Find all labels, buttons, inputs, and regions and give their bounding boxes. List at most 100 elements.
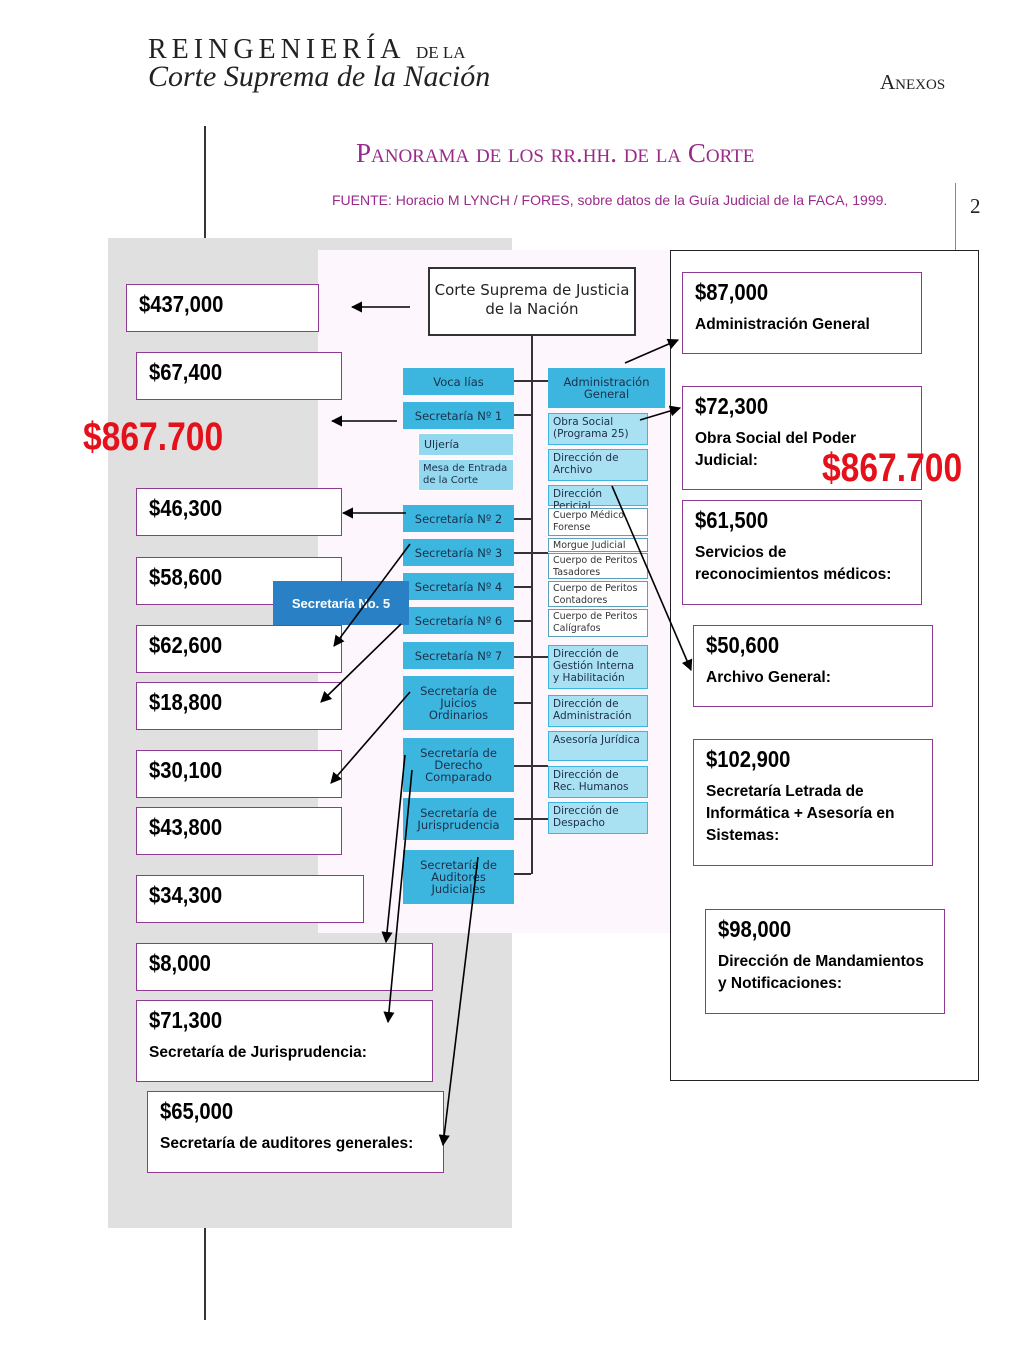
- org-node-secretaria-4: Secretaría Nº 4: [403, 573, 514, 600]
- org-connector: [514, 518, 531, 520]
- amount-value: $102,900: [706, 746, 791, 772]
- header-subtitle: Corte Suprema de la Nación: [148, 60, 491, 93]
- header-title-small: de la: [415, 43, 466, 62]
- amount-box: $87,000 Administración General: [682, 272, 922, 354]
- amount-value: $62,600: [149, 632, 223, 658]
- org-node-obra-social: Obra Social (Programa 25): [548, 413, 648, 445]
- org-node-secretaria-3: Secretaría Nº 3: [403, 539, 514, 566]
- margin-rule-top: [204, 126, 206, 238]
- org-node-vocalias: Voca lías: [403, 368, 514, 395]
- amount-box: $8,000: [136, 943, 433, 991]
- org-connector: [514, 818, 548, 820]
- arrow: [624, 338, 680, 364]
- org-node-jurisprudencia: Secretaría de Jurisprudencia: [403, 798, 514, 840]
- amount-box: $62,600: [136, 625, 342, 673]
- org-node-morgue: Morgue Judicial: [548, 538, 648, 552]
- org-node-rec-humanos: Dirección de Rec. Humanos: [548, 766, 648, 798]
- org-node-ujieria: Uljería: [418, 433, 514, 456]
- arrow: [333, 543, 411, 647]
- amount-value: $437,000: [139, 291, 224, 317]
- amount-value: $87,000: [695, 279, 769, 305]
- arrow: [330, 691, 411, 784]
- org-connector: [514, 586, 531, 588]
- amount-label: Servicios de reconocimientos médicos:: [695, 544, 892, 583]
- org-top-box: Corte Suprema de Justicia de la Nación: [428, 267, 636, 336]
- org-node-despacho: Dirección de Despacho: [548, 802, 648, 834]
- amount-label: Secretaría de auditores generales:: [160, 1135, 414, 1152]
- total-right: $867.700: [822, 446, 963, 490]
- org-node-peritos-caligrafos: Cuerpo de Peritos Calígrafos: [548, 609, 648, 637]
- org-node-peritos-contadores: Cuerpo de Peritos Contadores: [548, 581, 648, 607]
- amount-label: Secretaría de Jurisprudencia:: [149, 1044, 367, 1061]
- org-node-auditores: Secretaría de Auditores Judiciales: [403, 850, 514, 904]
- amount-label: Administración General: [695, 316, 870, 333]
- amount-box: $18,800: [136, 682, 342, 730]
- page-number: 2: [970, 194, 981, 218]
- org-node-secretaria-6: Secretaría Nº 6: [403, 607, 514, 634]
- amount-value: $43,800: [149, 814, 223, 840]
- header-title: Reingeniería de la: [148, 34, 466, 66]
- amount-box: $437,000: [126, 284, 319, 332]
- amount-value: $18,800: [149, 689, 223, 715]
- header-title-main: Reingeniería: [148, 34, 404, 65]
- arrow: [639, 405, 682, 421]
- secretaria-5-label: Secretaría No. 5: [273, 581, 409, 625]
- amount-label: Archivo General:: [706, 669, 831, 686]
- amount-box: $102,900 Secretaría Letrada de Informáti…: [693, 739, 933, 866]
- amount-value: $8,000: [149, 950, 211, 976]
- arrow: [320, 623, 402, 703]
- slide-source: FUENTE: Horacio M LYNCH / FORES, sobre d…: [332, 192, 888, 208]
- amount-box: $67,400: [136, 352, 342, 400]
- amount-value: $34,300: [149, 882, 223, 908]
- org-node-mesa-entrada: Mesa de Entrada de la Corte: [418, 459, 514, 491]
- amount-box: $43,800: [136, 807, 342, 855]
- amount-box: $72,300 Obra Social del Poder Judicial:: [682, 386, 922, 490]
- amount-value: $65,000: [160, 1098, 234, 1124]
- amount-value: $50,600: [706, 632, 780, 658]
- org-connector: [514, 765, 548, 767]
- org-connector: [514, 656, 548, 658]
- margin-rule-bottom: [204, 1228, 206, 1320]
- total-left: $867.700: [83, 415, 224, 459]
- amount-box: $65,000 Secretaría de auditores generale…: [147, 1091, 444, 1173]
- amount-label: Obra Social del Poder Judicial:: [695, 430, 857, 469]
- arrow: [381, 754, 406, 944]
- amount-value: $98,000: [718, 916, 792, 942]
- org-node-secretaria-1: Secretaría Nº 1: [403, 402, 514, 429]
- page-rule: [955, 183, 956, 271]
- amount-box: $46,300: [136, 488, 342, 536]
- org-connector: [514, 552, 548, 554]
- org-connector: [514, 873, 531, 875]
- arrow: [438, 856, 479, 1147]
- org-node-administracion-general: Administración General: [548, 368, 665, 408]
- amount-box: $50,600 Archivo General:: [693, 625, 933, 707]
- org-node-peritos-tasadores: Cuerpo de Peritos Tasadores: [548, 553, 648, 579]
- amount-label: Secretaría Letrada de Informática + Ases…: [706, 783, 895, 844]
- org-node-secretaria-7: Secretaría Nº 7: [403, 642, 514, 669]
- header-section: Anexos: [880, 70, 946, 94]
- org-node-derecho-comparado: Secretaría de Derecho Comparado: [403, 738, 514, 792]
- amount-box: $71,300 Secretaría de Jurisprudencia:: [136, 1000, 433, 1082]
- arrow: [611, 485, 693, 672]
- amount-value: $71,300: [149, 1007, 223, 1033]
- amount-value: $61,500: [695, 507, 769, 533]
- org-connector: [514, 620, 531, 622]
- org-connector: [514, 702, 531, 704]
- org-node-direccion-administracion: Dirección de Administración: [548, 695, 648, 727]
- amount-box: $98,000 Dirección de Mandamientos y Noti…: [705, 909, 945, 1014]
- org-node-secretaria-2: Secretaría Nº 2: [403, 505, 514, 532]
- amount-value: $72,300: [695, 393, 769, 419]
- amount-box: $30,100: [136, 750, 342, 798]
- amount-label: Dirección de Mandamientos y Notificacion…: [718, 953, 924, 992]
- amount-box: $34,300: [136, 875, 364, 923]
- org-trunk-line: [531, 336, 533, 874]
- org-node-gestion-interna: Dirección de Gestión Interna y Habilitac…: [548, 645, 648, 689]
- amount-value: $58,600: [149, 564, 223, 590]
- org-node-juicios-ordinarios: Secretaría de Juicios Ordinarios: [403, 676, 514, 730]
- org-node-pericial: Dirección Pericial: [548, 485, 648, 512]
- amount-value: $30,100: [149, 757, 223, 783]
- amount-value: $46,300: [149, 495, 223, 521]
- org-node-asesoria-juridica: Asesoría Jurídica: [548, 731, 648, 761]
- slide-title: Panorama de los rr.hh. de la Corte: [356, 138, 755, 168]
